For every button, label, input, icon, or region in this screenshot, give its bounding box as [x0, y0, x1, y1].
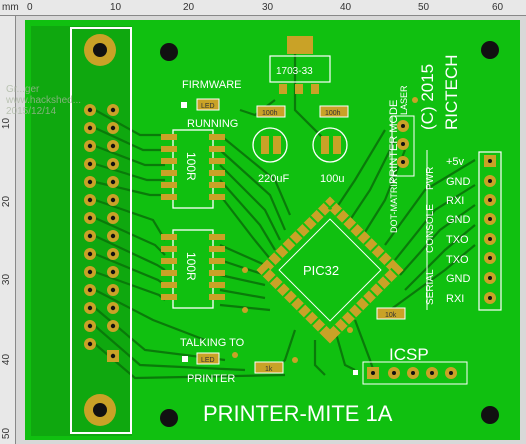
- mode-jumper-outline: [391, 115, 415, 177]
- resistor-1k-label: 1k: [265, 366, 273, 373]
- pin-label: GND: [446, 273, 471, 285]
- icsp-pin1-marker: [353, 370, 358, 375]
- left-ruler: 10 20 30 40 50: [0, 16, 16, 444]
- ruler-tick-label: 10: [1, 117, 13, 130]
- resistor-label: 100h: [262, 110, 278, 117]
- capacitor-outline: [252, 127, 288, 163]
- resistor: [256, 105, 286, 118]
- firmware-led: [196, 98, 220, 111]
- resistor-array-outline: [172, 129, 214, 209]
- regulator-pin: [295, 84, 303, 94]
- mounting-hole: [160, 409, 178, 427]
- resistor-1k: [254, 361, 284, 374]
- capacitor-outline: [312, 127, 348, 163]
- watermark-line: www.hackshed...: [6, 95, 82, 106]
- regulator-pin: [311, 84, 319, 94]
- jumper-hole: [401, 160, 405, 164]
- printer-mode-label: PRINTER MODE: [388, 100, 400, 184]
- icsp-label: ICSP: [389, 345, 429, 364]
- serial-header-pins[interactable]: [484, 155, 496, 304]
- company-label: RICTECH: [442, 54, 461, 130]
- laser-label: LASER: [399, 85, 409, 115]
- top-ruler: mm 0 10 20 30 40 50 60: [0, 0, 526, 16]
- icsp-header-outline: [362, 361, 468, 385]
- pin-label: +5v: [446, 156, 465, 168]
- resistor-10k: [376, 307, 406, 320]
- connector-pin-holes: [87, 107, 116, 359]
- regulator-outline: [269, 55, 331, 83]
- serial-header-outline: [478, 151, 502, 311]
- copyright-label: (C) 2015: [418, 64, 437, 130]
- firmware-label: FIRMWARE: [182, 79, 241, 91]
- capacitor-label: 100u: [320, 173, 344, 185]
- resistor-label: 100h: [325, 110, 341, 117]
- ruler-tick-label: 60: [492, 2, 504, 13]
- running-label: RUNNING: [187, 118, 238, 130]
- pcb-board[interactable]: FIRMWARE LED RUNNING 1703-33 100h 100h 2…: [25, 20, 520, 440]
- resistor-array-label: 100R: [184, 152, 198, 181]
- capacitor-pad: [333, 136, 341, 154]
- ruler-tick-label: 50: [418, 2, 430, 13]
- resistor-array-pads: [161, 234, 225, 300]
- pin-label: RXI: [446, 293, 464, 305]
- product-name: PRINTER-MITE 1A: [203, 401, 393, 426]
- jumper-hole: [401, 124, 405, 128]
- icsp-header-pins[interactable]: [367, 367, 457, 379]
- regulator-pin: [279, 84, 287, 94]
- led-pin1-marker: [182, 356, 188, 362]
- watermark: Gr...ger www.hackshed... 2015/12/14: [6, 84, 81, 117]
- pin-label: GND: [446, 176, 471, 188]
- led-label: LED: [201, 103, 215, 110]
- pin-label: TXO: [446, 234, 469, 246]
- pwr-label: PWR: [425, 167, 436, 190]
- resistor-array-outline: [172, 229, 214, 309]
- ruler-unit: mm: [2, 2, 19, 13]
- mounting-hole: [481, 41, 499, 59]
- ruler-tick-label: 40: [340, 2, 352, 13]
- mounting-hole: [481, 406, 499, 424]
- watermark-line: Gr...ger: [6, 84, 40, 95]
- ruler-tick-label: 50: [1, 427, 13, 440]
- led-label: LED: [201, 357, 215, 364]
- capacitor-label: 220uF: [258, 173, 289, 185]
- ruler-tick-label: 20: [1, 195, 13, 208]
- ruler-tick-label: 30: [1, 273, 13, 286]
- resistor: [319, 105, 349, 118]
- ruler-tick-label: 10: [110, 2, 122, 13]
- ruler-tick-label: 30: [262, 2, 274, 13]
- pin-label: TXO: [446, 254, 469, 266]
- connector-silk-outline: [70, 27, 132, 434]
- mounting-hole: [93, 403, 107, 417]
- jumper-hole: [401, 142, 405, 146]
- regulator-label: 1703-33: [276, 66, 313, 77]
- capacitor-pad: [261, 136, 269, 154]
- pin-label: RXI: [446, 195, 464, 207]
- pin-label: GND: [446, 214, 471, 226]
- talking-led: [196, 352, 220, 365]
- printer-label: PRINTER: [187, 373, 235, 385]
- resistor-10k-label: 10k: [385, 312, 397, 319]
- dot-matrix-label: DOT-MATRIX: [389, 178, 399, 233]
- ruler-tick-label: 40: [1, 353, 13, 366]
- console-label: CONSOLE: [425, 204, 436, 253]
- ruler-tick-label: 0: [27, 2, 33, 13]
- regulator-tab: [287, 36, 313, 54]
- ruler-tick-label: 20: [183, 2, 195, 13]
- vias: [232, 97, 418, 363]
- mounting-hole: [160, 43, 178, 61]
- resistor-array-pads: [161, 134, 225, 200]
- talking-label: TALKING TO: [180, 337, 245, 349]
- mounting-hole: [93, 43, 107, 57]
- led-pin1-marker: [181, 102, 187, 108]
- serial-label: SERIAL: [425, 269, 436, 305]
- resistor-array-label: 100R: [184, 252, 198, 281]
- mcu-label: PIC32: [303, 263, 339, 278]
- capacitor-pad: [321, 136, 329, 154]
- capacitor-pad: [273, 136, 281, 154]
- watermark-line: 2015/12/14: [6, 106, 57, 117]
